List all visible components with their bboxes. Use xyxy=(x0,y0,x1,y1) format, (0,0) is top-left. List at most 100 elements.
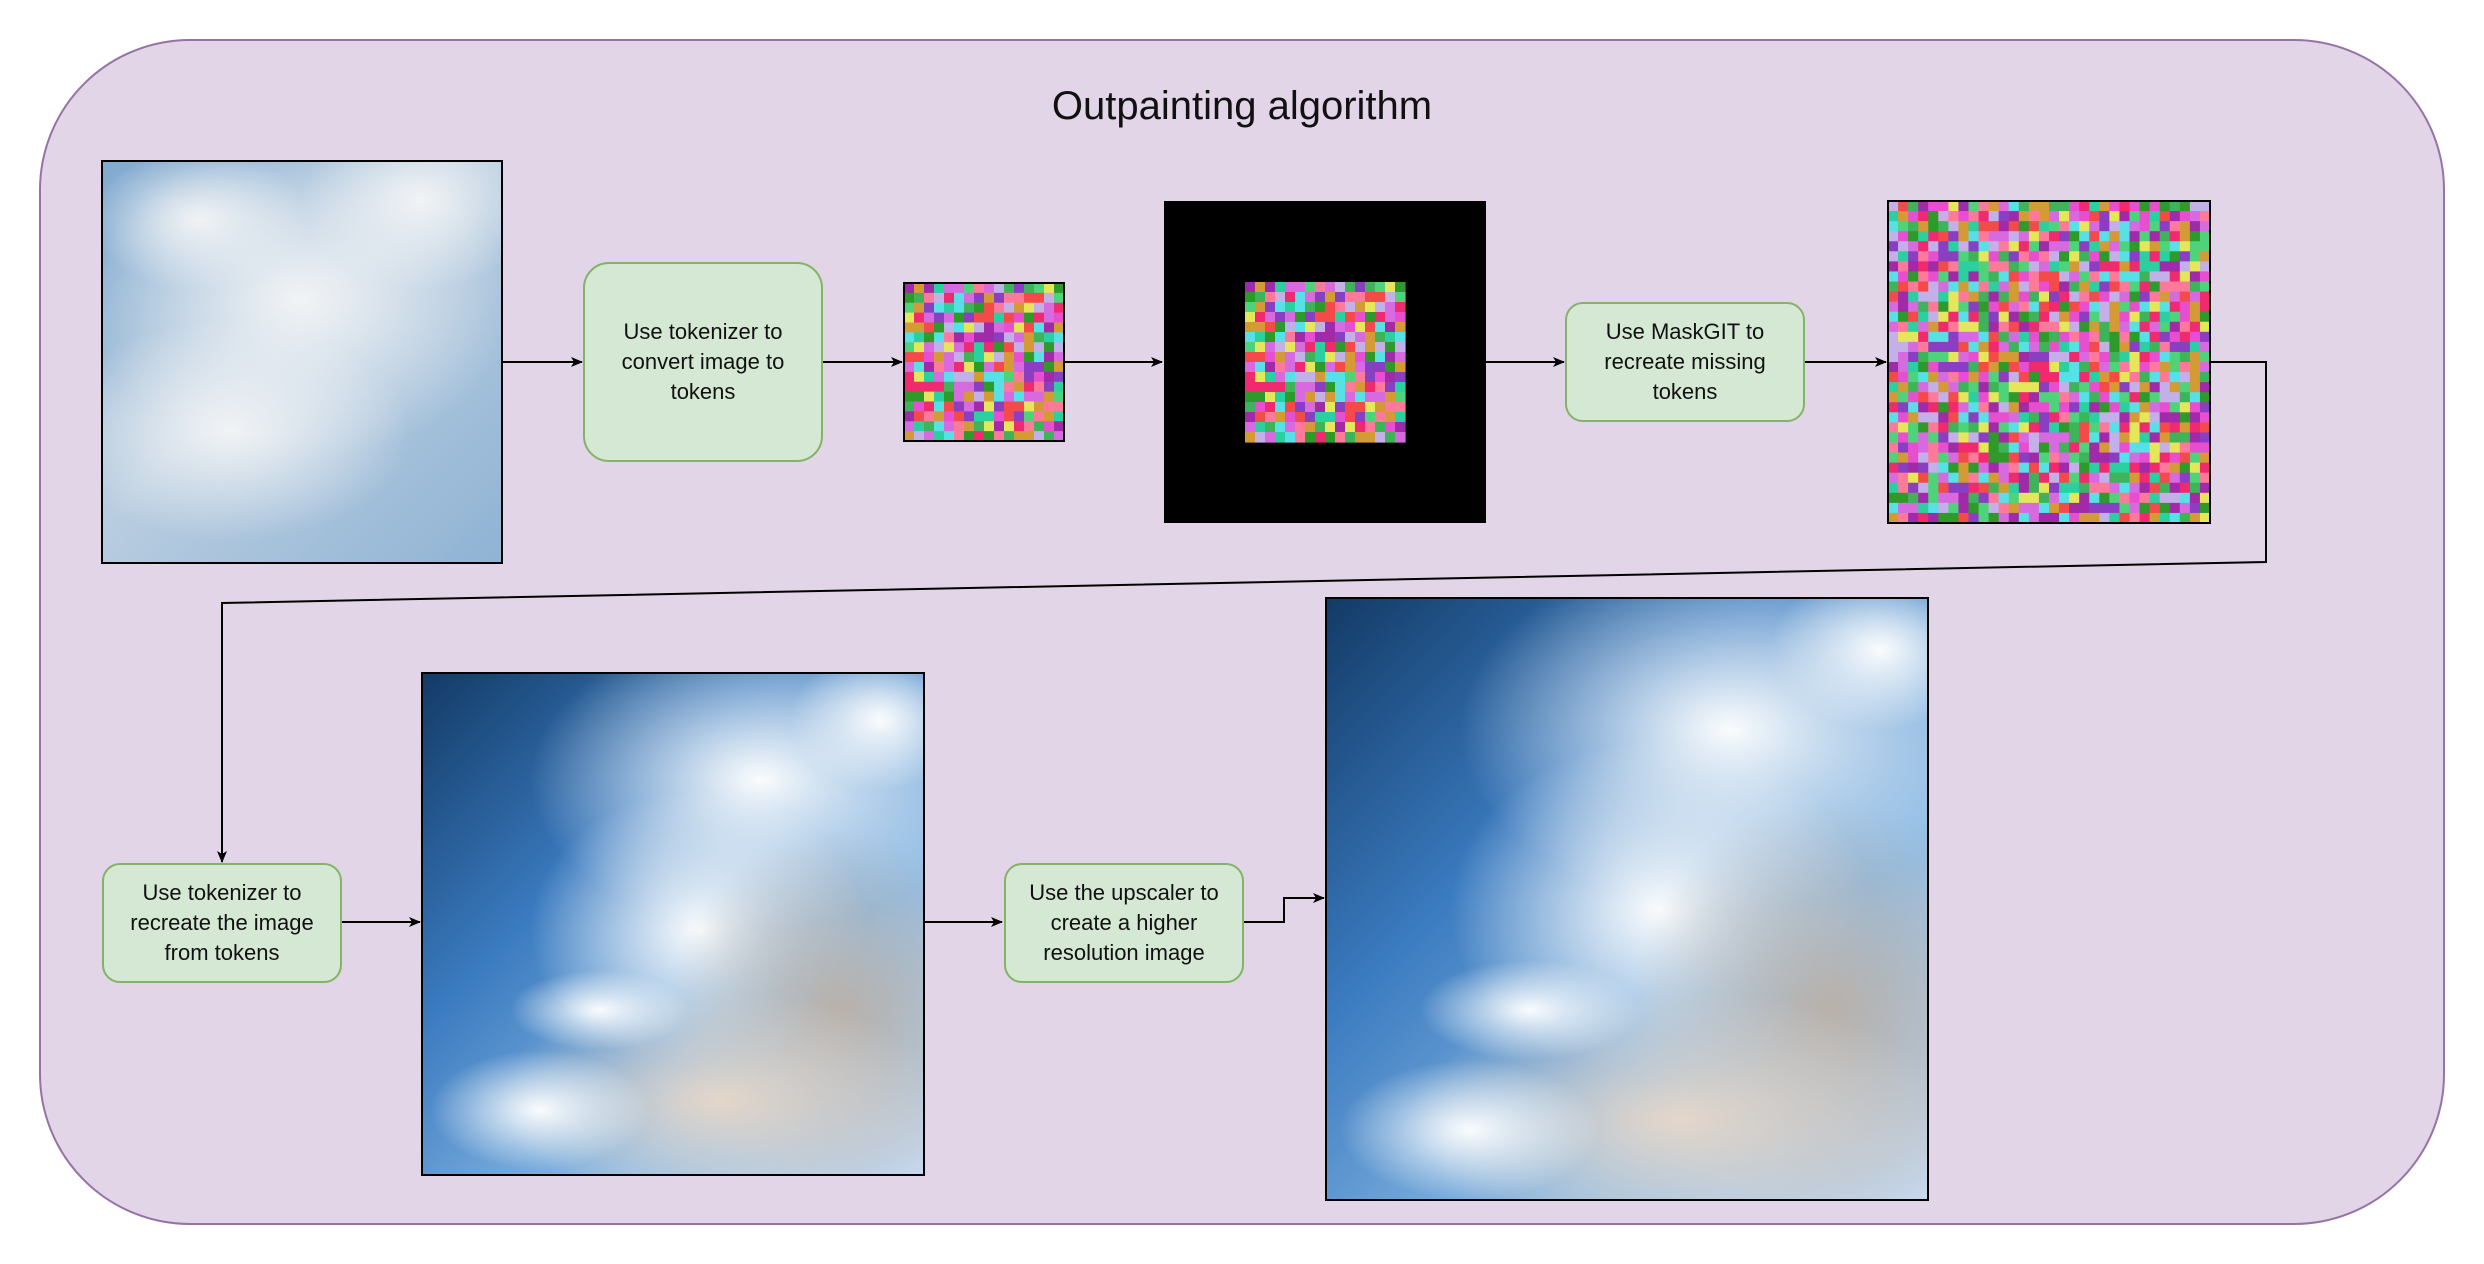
token-cell xyxy=(1054,283,1065,294)
token-cell xyxy=(944,431,955,442)
token-cell xyxy=(1024,283,1035,294)
token-cell xyxy=(1918,251,1929,262)
token-cell xyxy=(1385,382,1396,393)
token-cell xyxy=(2049,432,2060,444)
token-grid-small xyxy=(904,283,1065,442)
token-cell xyxy=(1385,432,1396,443)
token-cell xyxy=(964,401,975,412)
token-cell xyxy=(934,362,945,373)
token-cell xyxy=(984,391,995,403)
token-cell xyxy=(1395,312,1406,323)
token-cell xyxy=(944,352,955,363)
token-cell xyxy=(994,283,1005,294)
token-cell xyxy=(2008,362,2020,373)
token-cell xyxy=(2008,271,2020,283)
token-cell xyxy=(2069,502,2080,514)
token-cell xyxy=(1305,302,1316,313)
token-cell xyxy=(2038,301,2050,313)
token-cell xyxy=(2089,321,2100,333)
token-cell xyxy=(1988,432,2000,444)
token-cell xyxy=(984,401,995,412)
token-cell xyxy=(1295,362,1306,373)
token-cell xyxy=(1395,342,1406,353)
token-cell xyxy=(2199,472,2211,484)
token-cell xyxy=(2189,482,2201,494)
token-cell xyxy=(1255,302,1266,313)
token-cell xyxy=(2139,221,2151,232)
token-cell xyxy=(2169,442,2181,454)
token-cell xyxy=(1948,432,1960,444)
token-cell xyxy=(1245,282,1256,293)
token-cell xyxy=(2049,231,2060,242)
token-cell xyxy=(1315,412,1326,423)
token-cell xyxy=(1395,402,1406,413)
token-cell xyxy=(1928,251,1939,262)
token-cell xyxy=(2129,271,2141,283)
token-cell xyxy=(2199,211,2211,222)
token-cell xyxy=(1888,341,1899,353)
token-cell xyxy=(954,342,965,353)
token-cell xyxy=(2038,261,2050,273)
token-cell xyxy=(2008,492,2020,504)
token-cell xyxy=(2109,472,2121,484)
token-cell xyxy=(2059,392,2070,403)
token-cell xyxy=(1928,392,1939,403)
token-cell xyxy=(1888,452,1899,464)
token-cell xyxy=(2049,422,2060,434)
token-cell xyxy=(2189,201,2201,212)
token-cell xyxy=(2199,311,2211,323)
token-cell xyxy=(1988,492,2000,504)
token-cell xyxy=(1968,412,1980,423)
token-cell xyxy=(1014,352,1025,363)
token-cell xyxy=(2179,472,2191,484)
token-cell xyxy=(1054,342,1065,353)
token-cell xyxy=(1054,302,1065,314)
token-cell xyxy=(2129,362,2141,373)
token-cell xyxy=(2189,251,2201,262)
token-cell xyxy=(2119,281,2131,293)
token-cell xyxy=(1385,332,1396,343)
token-cell xyxy=(2018,402,2030,413)
token-cell xyxy=(2089,402,2100,413)
token-cell xyxy=(2089,472,2100,484)
token-cell xyxy=(2179,321,2191,333)
token-cell xyxy=(2099,271,2110,283)
token-cell xyxy=(1014,381,1025,393)
token-cell xyxy=(2139,462,2151,474)
token-cell xyxy=(1918,261,1929,273)
token-cell xyxy=(924,352,935,363)
arrow-full-to-detokenize xyxy=(217,361,2267,863)
token-cell xyxy=(2139,211,2151,222)
padded-token-grid-center xyxy=(1245,282,1406,443)
token-cell xyxy=(2169,211,2181,222)
token-cell xyxy=(1355,432,1366,443)
token-cell xyxy=(2028,201,2040,212)
token-cell xyxy=(1345,282,1356,293)
token-cell xyxy=(2069,281,2080,293)
token-cell xyxy=(1968,452,1980,464)
token-cell xyxy=(1034,302,1045,314)
token-cell xyxy=(1898,512,1909,524)
token-cell xyxy=(1978,221,1990,232)
token-cell xyxy=(1888,201,1899,212)
token-cell xyxy=(2149,291,2161,303)
token-cell xyxy=(1385,312,1396,323)
token-cell xyxy=(2028,341,2040,353)
token-cell xyxy=(2038,251,2050,262)
token-cell xyxy=(2049,301,2060,313)
token-cell xyxy=(1898,351,1909,363)
token-cell xyxy=(2008,331,2020,343)
token-cell xyxy=(1958,201,1970,212)
token-cell xyxy=(2079,351,2090,363)
token-cell xyxy=(2109,492,2121,504)
token-cell xyxy=(1898,492,1909,504)
token-cell xyxy=(1024,381,1035,393)
token-cell xyxy=(2079,201,2090,212)
token-cell xyxy=(1928,482,1939,494)
token-cell xyxy=(2119,321,2131,333)
token-cell xyxy=(904,332,915,343)
token-cell xyxy=(1948,311,1960,323)
token-cell xyxy=(1928,442,1939,454)
token-cell xyxy=(2059,492,2070,504)
token-cell xyxy=(944,342,955,353)
